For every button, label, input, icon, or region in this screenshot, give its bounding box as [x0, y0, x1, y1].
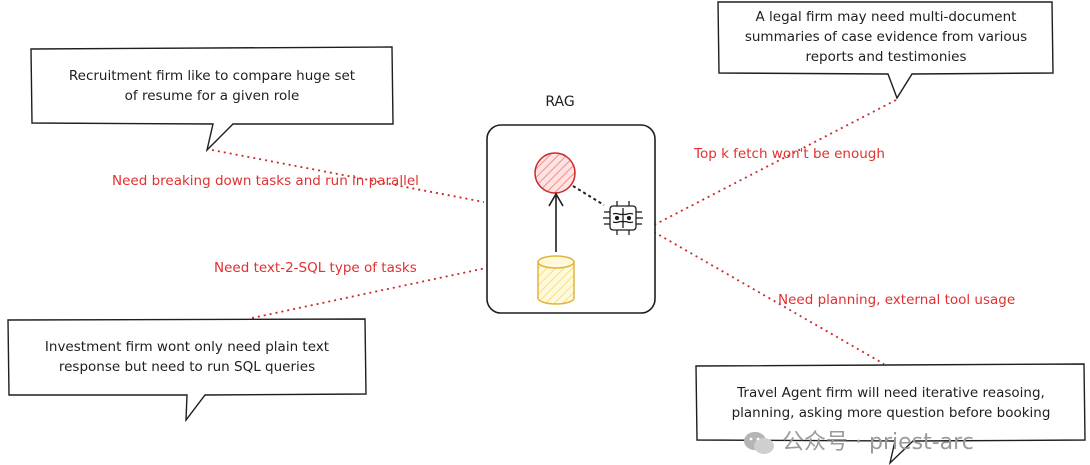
bubble-recruitment-text: Recruitment firm like to compare huge se… — [68, 68, 356, 104]
wechat-icon — [744, 432, 774, 454]
bubble-recruitment — [30, 46, 394, 153]
bubble-travel-text: Travel Agent firm will need iterative re… — [731, 385, 1051, 421]
arrow-icon — [548, 192, 564, 252]
label-parallel: Need breaking down tasks and run in para… — [112, 173, 419, 189]
llm-node — [534, 152, 576, 194]
database-icon — [537, 255, 575, 305]
watermark-text: 公众号 · priest-arc — [782, 430, 974, 455]
brain-chip-icon — [603, 201, 643, 235]
node-brain-link — [572, 185, 605, 206]
label-topk: Top k fetch won't be enough — [694, 146, 885, 162]
rag-box — [486, 124, 656, 314]
label-sql: Need text-2-SQL type of tasks — [214, 260, 417, 276]
bubble-travel — [695, 363, 1086, 465]
watermark: 公众号 · priest-arc — [742, 424, 974, 456]
label-planning: Need planning, external tool usage — [778, 292, 1016, 308]
connector-travel — [653, 231, 885, 365]
bubble-legal — [717, 1, 1054, 100]
connector-legal — [651, 99, 897, 227]
bubble-legal-text: A legal firm may need multi-document sum… — [744, 9, 1028, 65]
connector-investment — [251, 267, 487, 319]
rag-title: RAG — [545, 94, 575, 110]
bubble-investment-text: Investment firm wont only need plain tex… — [44, 339, 330, 375]
bubble-investment — [7, 318, 367, 423]
connector-recruitment — [211, 149, 485, 203]
